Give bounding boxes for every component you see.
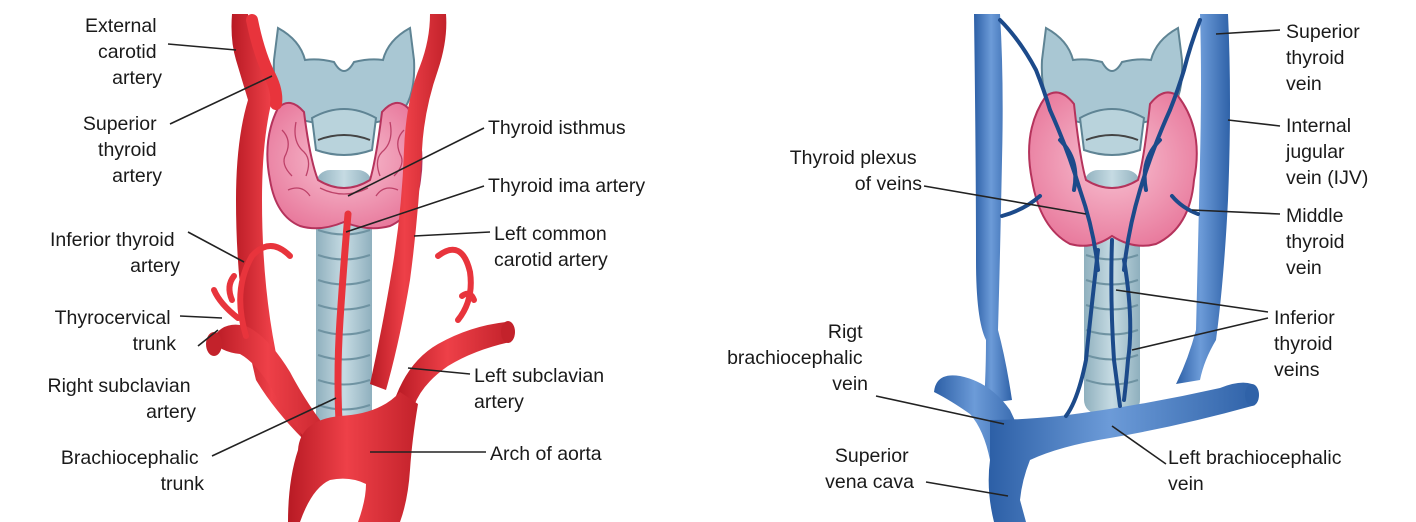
label-superior-thyroid-vein: Superior thyroid vein xyxy=(1286,21,1365,95)
label-arch-of-aorta: Arch of aorta xyxy=(490,443,602,465)
label-right-brachiocephalic-vein: Rigt brachiocephalic vein xyxy=(727,321,868,395)
arteries-panel: External carotid artery Superior thyroid… xyxy=(47,14,645,522)
label-internal-jugular-vein: Internal jugular vein (IJV) xyxy=(1285,115,1368,189)
label-brachiocephalic-trunk: Brachiocephalic trunk xyxy=(61,447,204,495)
label-superior-thyroid-artery: Superior thyroid artery xyxy=(83,113,162,187)
label-left-brachiocephalic-vein: Left brachiocephalic vein xyxy=(1168,447,1347,495)
label-left-subclavian-artery: Left subclavian artery xyxy=(474,365,610,413)
label-thyroid-isthmus: Thyroid isthmus xyxy=(488,117,626,139)
label-inferior-thyroid-artery: Inferior thyroid artery xyxy=(50,229,180,277)
label-external-carotid-artery: External carotid artery xyxy=(85,15,162,89)
veins-panel: Superior thyroid vein Internal jugular v… xyxy=(727,14,1368,522)
label-thyrocervical-trunk: Thyrocervical trunk xyxy=(55,307,177,355)
label-middle-thyroid-vein: Middle thyroid vein xyxy=(1286,205,1350,279)
label-left-common-carotid-artery: Left common carotid artery xyxy=(494,223,612,271)
label-right-subclavian-artery: Right subclavian artery xyxy=(47,375,196,423)
label-inferior-thyroid-veins: Inferior thyroid veins xyxy=(1274,307,1340,381)
label-thyroid-ima-artery: Thyroid ima artery xyxy=(488,175,645,197)
label-thyroid-plexus-of-veins: Thyroid plexus of veins xyxy=(790,147,922,195)
label-superior-vena-cava: Superior vena cava xyxy=(825,445,914,493)
